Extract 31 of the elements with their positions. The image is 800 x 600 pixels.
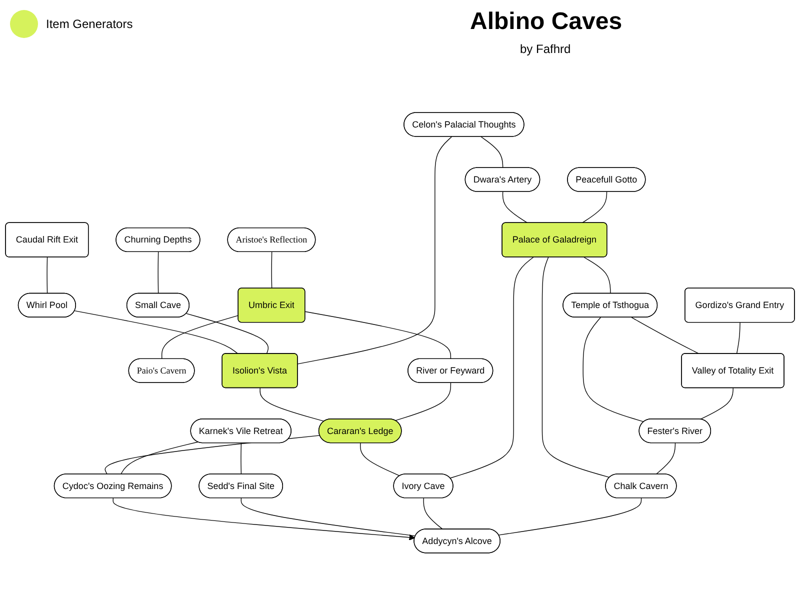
connector [584, 256, 611, 294]
connector [240, 498, 416, 536]
author-note: by Fafhrd [520, 42, 571, 56]
connector [423, 498, 444, 530]
connector [542, 256, 610, 478]
connector [186, 313, 269, 354]
connector [297, 136, 452, 364]
connector [631, 316, 700, 354]
connector [700, 388, 734, 420]
connector [394, 382, 452, 421]
connector [582, 316, 644, 422]
connector [120, 441, 198, 474]
connector [582, 191, 608, 224]
connector [360, 442, 400, 476]
connector [240, 442, 242, 474]
legend-label: Item Generators [46, 17, 133, 31]
connector [304, 311, 452, 360]
title: Albino Caves [470, 8, 622, 36]
connector [450, 256, 534, 478]
connector [46, 256, 48, 294]
connector [260, 388, 325, 422]
connector [498, 498, 642, 536]
connector [158, 252, 159, 294]
connector [74, 310, 238, 354]
arrow [112, 498, 416, 540]
connector [502, 191, 528, 224]
connector [656, 442, 676, 474]
connector [161, 314, 239, 360]
connector [271, 252, 272, 289]
connector [480, 136, 504, 168]
connector [736, 322, 740, 354]
